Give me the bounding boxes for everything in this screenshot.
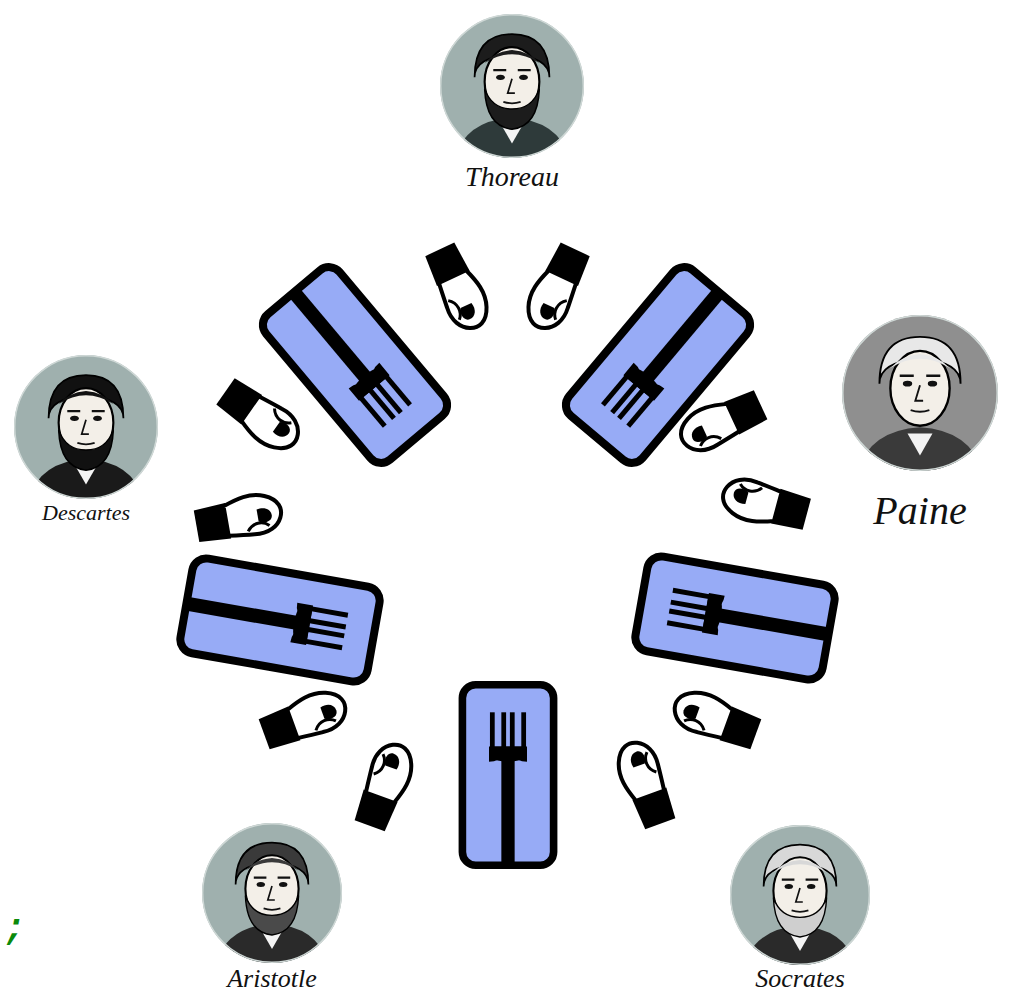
portrait: [842, 315, 998, 471]
hand: [423, 240, 495, 334]
portrait: [202, 823, 342, 963]
philosopher: Thoreau: [440, 14, 584, 193]
philosopher: Aristotle: [202, 823, 342, 994]
philosopher-name: Socrates: [730, 965, 870, 994]
hand: [352, 739, 418, 833]
hand: [674, 386, 768, 458]
philosopher: Descartes: [14, 355, 158, 525]
philosopher-name: Thoreau: [440, 162, 584, 193]
hand: [257, 685, 351, 751]
hand: [669, 685, 763, 751]
portrait: [440, 14, 584, 158]
hand: [213, 376, 306, 457]
portrait: [730, 825, 870, 965]
philosopher: Paine: [842, 315, 998, 533]
fork: [178, 556, 382, 684]
philosopher-name: Descartes: [14, 501, 158, 525]
hand: [718, 474, 811, 534]
code-mark: ;: [4, 912, 26, 948]
philosopher: Socrates: [730, 825, 870, 994]
portrait: [14, 355, 158, 499]
hand: [520, 240, 592, 334]
hand: [611, 737, 677, 831]
hand: [193, 491, 284, 545]
philosopher-name: Paine: [842, 489, 998, 533]
philosopher-name: Aristotle: [202, 965, 342, 994]
fork: [633, 554, 837, 682]
fork: [462, 685, 553, 866]
